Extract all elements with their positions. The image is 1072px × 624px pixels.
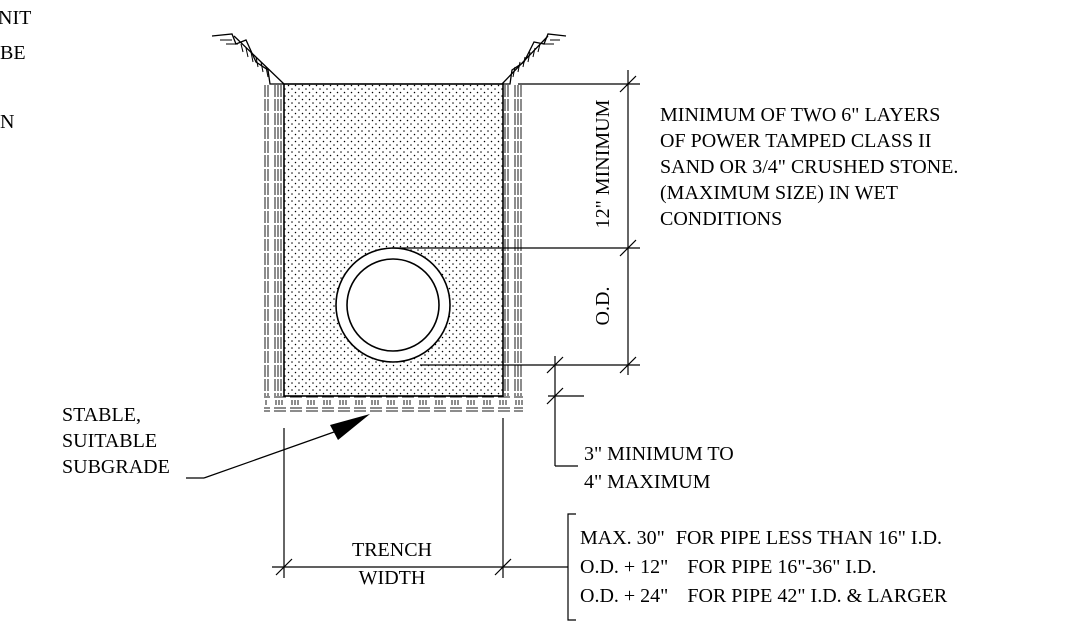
clipped-text-1: NIT	[0, 7, 32, 29]
backfill-note-line: CONDITIONS	[660, 208, 783, 230]
cover-minimum-label: 12" MINIMUM	[592, 99, 614, 228]
trench-width-table: MAX. 30" FOR PIPE LESS THAN 16" I.D. O.D…	[580, 524, 947, 611]
clipped-text-2: BE	[0, 42, 26, 64]
backfill-note-line: (MAXIMUM SIZE) IN WET	[660, 182, 898, 204]
trench-label-line: WIDTH	[358, 567, 426, 589]
backfill-note-line: MINIMUM OF TWO 6" LAYERS	[660, 104, 941, 126]
table-cell-right: FOR PIPE 42" I.D. & LARGER	[687, 585, 948, 607]
trench-width-label: TRENCH WIDTH	[347, 536, 437, 592]
bedding-note: 3" MINIMUM TO 4" MAXIMUM	[584, 440, 734, 496]
trench-width-dimension	[272, 418, 576, 621]
table-row: MAX. 30" FOR PIPE LESS THAN 16" I.D.	[580, 524, 947, 553]
table-row: O.D. + 12" FOR PIPE 16"-36" I.D.	[580, 553, 947, 582]
bedding-note-line: 4" MAXIMUM	[584, 471, 711, 493]
table-cell-left: MAX. 30"	[580, 527, 665, 549]
trench-label-line: TRENCH	[352, 539, 432, 561]
right-slope-hatch	[501, 33, 567, 85]
subgrade-note: STABLE, SUITABLE SUBGRADE	[62, 402, 170, 480]
subgrade-note-line: STABLE,	[62, 404, 141, 426]
right-wall-hatch	[503, 84, 523, 396]
table-row: O.D. + 24" FOR PIPE 42" I.D. & LARGER	[580, 582, 947, 611]
table-cell-right: FOR PIPE 16"-36" I.D.	[687, 556, 877, 578]
backfill-note-line: OF POWER TAMPED CLASS II	[660, 130, 932, 152]
table-cell-right: FOR PIPE LESS THAN 16" I.D.	[675, 527, 943, 549]
od-label: O.D.	[592, 287, 614, 326]
subgrade-hatch	[264, 396, 523, 412]
subgrade-leader	[186, 414, 370, 479]
bedding-dimension	[546, 356, 584, 467]
left-slope-hatch	[211, 33, 285, 85]
subgrade-note-line: SUBGRADE	[62, 456, 170, 478]
clipped-text-3: N	[0, 111, 15, 133]
pipe	[335, 247, 451, 363]
backfill-note: MINIMUM OF TWO 6" LAYERS OF POWER TAMPED…	[660, 102, 958, 232]
vertical-dimension	[392, 70, 640, 375]
bedding-note-line: 3" MINIMUM TO	[584, 443, 734, 465]
subgrade-note-line: SUITABLE	[62, 430, 158, 452]
table-cell-left: O.D. + 12"	[580, 556, 669, 578]
backfill-note-line: SAND OR 3/4" CRUSHED STONE.	[660, 156, 959, 178]
left-wall-hatch	[264, 84, 284, 396]
table-cell-left: O.D. + 24"	[580, 585, 669, 607]
